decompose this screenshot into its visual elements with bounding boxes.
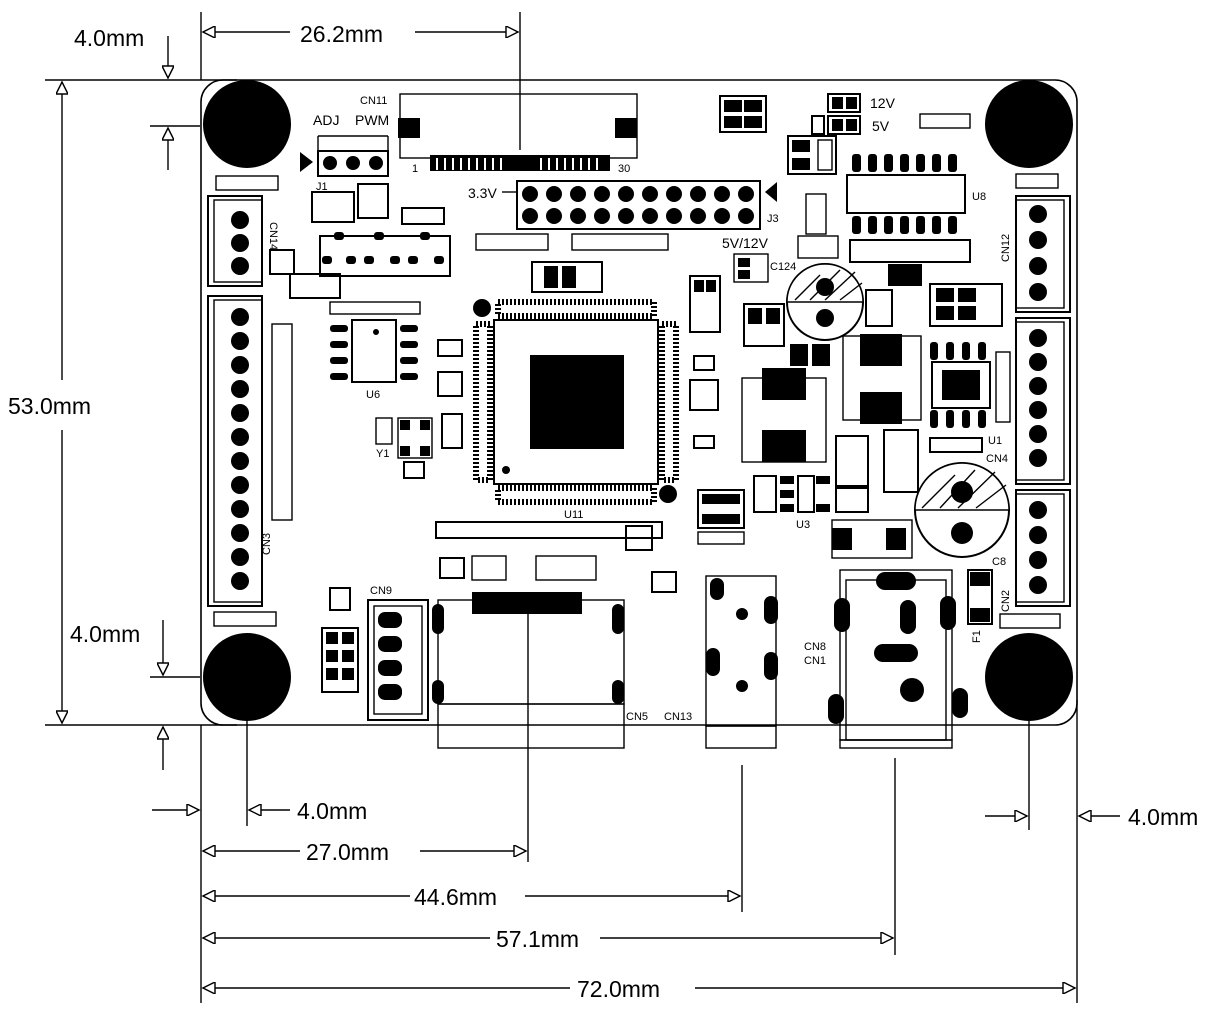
dim-hole-offset-right: 4.0mm bbox=[1128, 804, 1198, 830]
cn3-connector bbox=[207, 295, 293, 607]
dim-cn5-offset: 27.0mm bbox=[306, 839, 389, 865]
mounting-hole-bottom-right bbox=[985, 633, 1073, 721]
capacitor-c8 bbox=[914, 462, 1010, 558]
dimension-lines bbox=[45, 12, 1120, 1003]
cn2-label: CN2 bbox=[1000, 590, 1012, 612]
cn9-connector bbox=[367, 599, 429, 721]
mounting-hole-bottom-left bbox=[203, 633, 291, 721]
v5-12-label: 5V/12V bbox=[722, 235, 769, 251]
dim-cn11-offset: 26.2mm bbox=[300, 21, 383, 47]
cn3-label: CN3 bbox=[261, 533, 273, 555]
mounting-hole-top-left bbox=[203, 80, 291, 168]
cn5-hdmi-connector bbox=[432, 592, 625, 749]
smd-parts-middle bbox=[213, 173, 1061, 693]
voltage-jumpers bbox=[811, 93, 861, 135]
dim-bottom-left-margin: 4.0mm bbox=[70, 621, 140, 647]
f1-fuse bbox=[967, 569, 993, 625]
v5-label: 5V bbox=[872, 118, 890, 134]
j3-label: J3 bbox=[767, 213, 779, 225]
y1-label: Y1 bbox=[376, 448, 389, 460]
u1-region bbox=[741, 283, 1011, 463]
dim-cn13-offset: 44.6mm bbox=[414, 884, 497, 910]
cn8-cn1-dc-jack bbox=[828, 569, 968, 749]
pin1-label: 1 bbox=[412, 163, 418, 175]
cn1-label: CN1 bbox=[804, 655, 826, 667]
j1-label: J1 bbox=[316, 181, 328, 193]
cn5-label: CN5 bbox=[626, 711, 648, 723]
dim-top-left-margin: 4.0mm bbox=[74, 25, 144, 51]
pin30-label: 30 bbox=[618, 163, 630, 175]
cn11-label: CN11 bbox=[360, 95, 387, 107]
u3-ic bbox=[753, 429, 919, 513]
cn4-label: CN4 bbox=[986, 453, 1008, 465]
c8-label: C8 bbox=[992, 556, 1006, 568]
u6-ic bbox=[329, 301, 421, 383]
cn12-label: CN12 bbox=[1000, 234, 1012, 262]
u8-label: U8 bbox=[972, 191, 986, 203]
cn14-label: CN14 bbox=[267, 222, 279, 250]
cn13-label: CN13 bbox=[664, 711, 692, 723]
cn11-connector bbox=[398, 93, 638, 171]
u8-ic bbox=[846, 154, 966, 234]
pwm-label: PWM bbox=[355, 112, 389, 128]
cn2-connector bbox=[1015, 489, 1071, 607]
adj-label: ADJ bbox=[313, 112, 339, 128]
cn14-connector bbox=[207, 195, 263, 287]
u3-label: U3 bbox=[796, 519, 810, 531]
cn13-audio-jack bbox=[705, 575, 778, 749]
c124-label: C124 bbox=[770, 261, 796, 273]
dim-hole-offset-left: 4.0mm bbox=[297, 798, 367, 824]
dim-board-width: 72.0mm bbox=[577, 976, 660, 1002]
mounting-hole-top-right bbox=[985, 80, 1073, 168]
v33-label: 3.3V bbox=[468, 185, 497, 201]
capacitor-c124 bbox=[786, 263, 864, 341]
v12-label: 12V bbox=[870, 95, 896, 111]
y1-crystal bbox=[375, 417, 433, 479]
dim-cn8-offset: 57.1mm bbox=[496, 926, 579, 952]
f1-label: F1 bbox=[971, 630, 983, 643]
cn4-connector bbox=[1015, 317, 1071, 485]
j3-header bbox=[502, 180, 777, 230]
j1-header bbox=[300, 135, 389, 177]
board-outline bbox=[200, 79, 1078, 726]
u6-label: U6 bbox=[366, 389, 380, 401]
u11-main-ic bbox=[473, 299, 679, 505]
cn9-label: CN9 bbox=[370, 585, 392, 597]
dim-board-height: 53.0mm bbox=[8, 393, 91, 419]
smd-parts-top-right bbox=[719, 95, 971, 286]
u11-label: U11 bbox=[564, 509, 583, 521]
diode bbox=[831, 519, 913, 559]
u1-label: U1 bbox=[988, 435, 1002, 447]
cn8-label: CN8 bbox=[804, 641, 826, 653]
cn12-connector bbox=[1015, 195, 1071, 313]
